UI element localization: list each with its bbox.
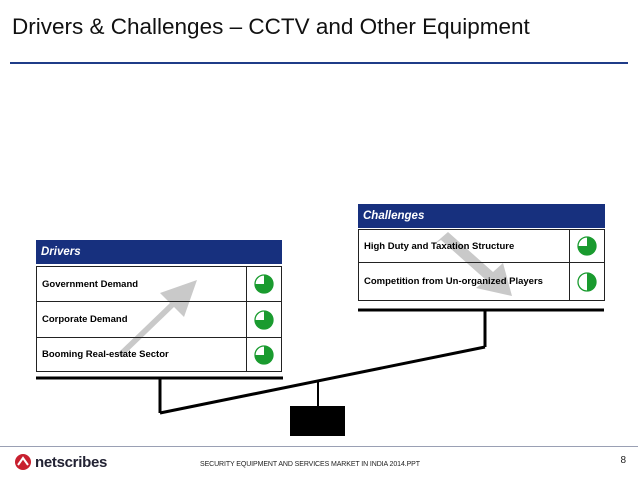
drivers-header-label: Drivers	[41, 246, 81, 258]
drivers-row: Government Demand	[36, 266, 282, 302]
harvey-ball-three-quarter-icon	[254, 309, 274, 330]
harvey-ball-half-icon	[577, 271, 597, 292]
netscribes-logo: netscribes	[14, 453, 107, 471]
harvey-ball-three-quarter-icon	[254, 344, 274, 365]
challenges-header-label: Challenges	[363, 210, 425, 222]
challenge-label: High Duty and Taxation Structure	[358, 229, 570, 263]
footer-document-title: SECURITY EQUIPMENT AND SERVICES MARKET I…	[200, 461, 420, 468]
challenge-rating-cell	[570, 263, 605, 301]
netscribes-logo-icon	[15, 454, 31, 470]
challenges-row: High Duty and Taxation Structure	[358, 229, 605, 263]
footer-divider	[0, 446, 638, 447]
logo-wordmark: netscribes	[35, 453, 108, 471]
harvey-ball-three-quarter-icon	[577, 236, 597, 256]
challenge-label: Competition from Un-organized Players	[358, 263, 570, 301]
driver-rating-cell	[247, 302, 282, 338]
challenge-rating-cell	[570, 229, 605, 263]
challenges-header: Challenges	[358, 204, 605, 228]
driver-rating-cell	[247, 266, 282, 302]
page-number: 8	[620, 455, 626, 466]
title-underline	[10, 62, 628, 64]
drivers-row: Corporate Demand	[36, 302, 282, 338]
drivers-header: Drivers	[36, 240, 282, 264]
driver-label: Government Demand	[36, 266, 247, 302]
slide-title: Drivers & Challenges – CCTV and Other Eq…	[12, 14, 530, 39]
drivers-row: Booming Real-estate Sector	[36, 338, 282, 372]
driver-rating-cell	[247, 338, 282, 372]
harvey-ball-three-quarter-icon	[254, 274, 274, 294]
challenges-row: Competition from Un-organized Players	[358, 263, 605, 301]
driver-label: Corporate Demand	[36, 302, 247, 338]
driver-label: Booming Real-estate Sector	[36, 338, 247, 372]
